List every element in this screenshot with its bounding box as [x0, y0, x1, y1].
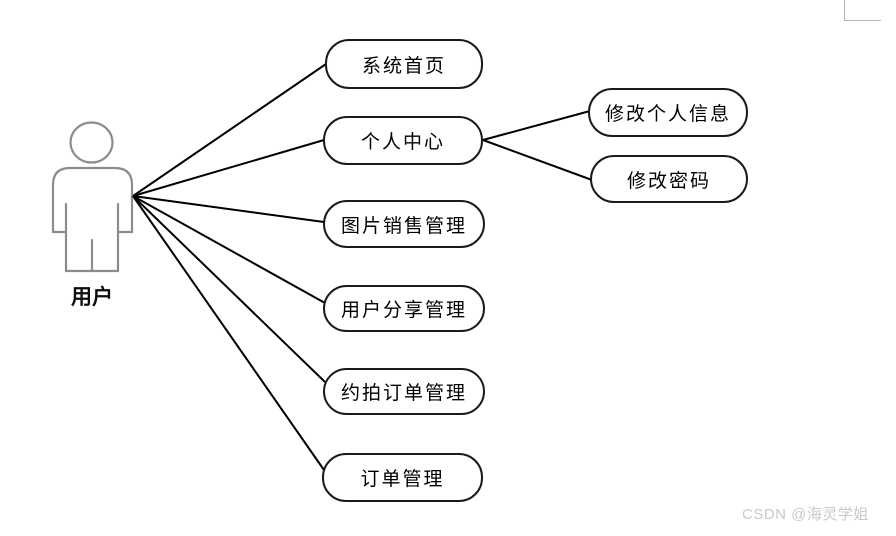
usecase-booking-orders: 约拍订单管理	[323, 368, 485, 415]
usecase-user-share: 用户分享管理	[323, 285, 485, 332]
edge-user-orders	[132, 195, 325, 471]
actor-user-label: 用户	[71, 286, 113, 309]
edge-user-personal-center	[132, 139, 325, 197]
usecase-orders: 订单管理	[322, 453, 483, 502]
edge-user-booking-orders	[132, 195, 326, 383]
usecase-system-home: 系统首页	[325, 39, 483, 89]
csdn-watermark: CSDN @海灵学姐	[742, 506, 869, 523]
edge-personal-change-password	[482, 139, 593, 181]
edge-personal-edit-profile	[482, 110, 591, 141]
edge-user-user-share	[132, 195, 326, 304]
edge-user-system-home	[132, 63, 327, 197]
table-corner-mark	[844, 0, 881, 21]
actor-torso	[51, 166, 134, 234]
usecase-picture-sales: 图片销售管理	[323, 200, 485, 248]
usecase-change-password: 修改密码	[590, 155, 748, 203]
actor-user-figure	[51, 121, 134, 273]
edge-user-picture-sales	[132, 195, 325, 223]
association-edges	[132, 63, 593, 471]
actor-head	[69, 121, 114, 164]
usecase-personal-center: 个人中心	[323, 116, 483, 165]
usecase-edit-profile: 修改个人信息	[588, 88, 748, 137]
